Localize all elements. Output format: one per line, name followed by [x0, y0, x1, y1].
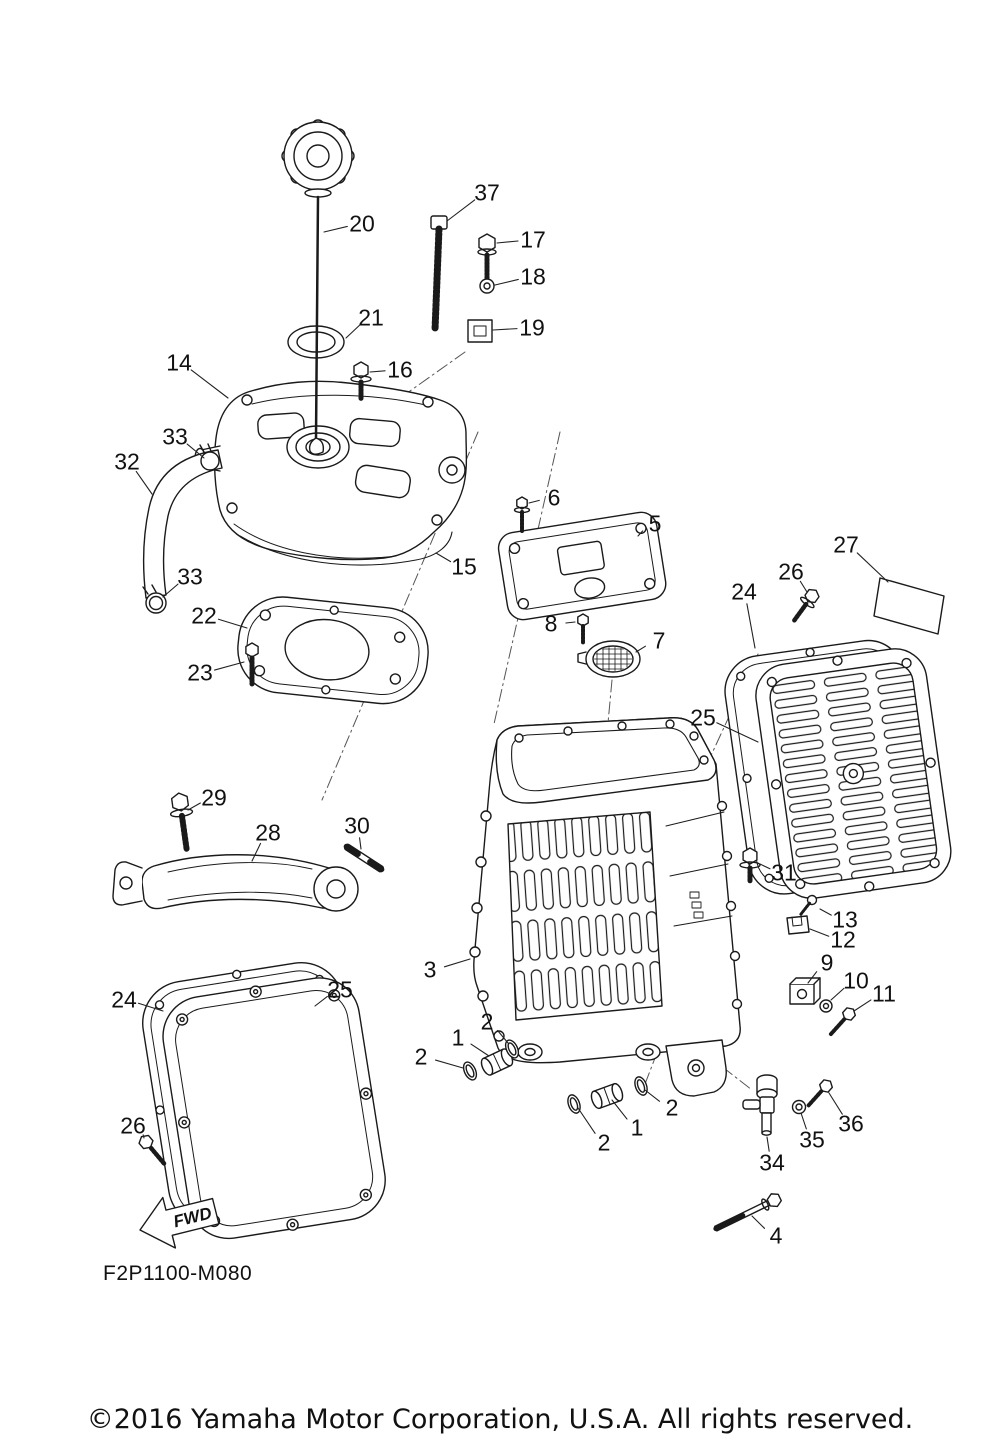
callout-leader-26 — [799, 580, 808, 593]
hose-clamp-33-upper — [199, 443, 220, 471]
callout-leader-2 — [577, 1107, 596, 1134]
callout-leader-8 — [565, 621, 576, 624]
callout-leader-33 — [186, 443, 205, 459]
callout-leader-15 — [435, 552, 452, 563]
callout-leader-37 — [446, 199, 476, 222]
callout-leader-5 — [637, 530, 644, 537]
callout-leader-24 — [137, 1002, 164, 1012]
right-cover-assembly — [724, 639, 952, 899]
callout-leader-12 — [809, 928, 830, 937]
breather-hose-32 — [142, 449, 223, 599]
oil-drain-valve-34 — [742, 1074, 778, 1136]
bolt-8 — [577, 613, 589, 646]
o-ring-2-left-a — [504, 1039, 520, 1059]
callout-leader-13 — [819, 908, 832, 916]
callout-leader-2 — [434, 1059, 464, 1069]
callout-leader-25 — [716, 722, 759, 743]
callout-leader-2 — [644, 1089, 661, 1102]
callout-leader-19 — [492, 328, 518, 331]
callout-leader-4 — [751, 1215, 766, 1229]
callout-leader-32 — [135, 470, 153, 495]
oil-filler-cap-20 — [281, 119, 355, 455]
callout-leader-26 — [142, 1134, 145, 1139]
callout-leader-11 — [853, 999, 872, 1012]
callout-leader-6 — [528, 499, 540, 504]
gasket-22 — [237, 596, 429, 705]
callout-leader-14 — [190, 369, 229, 399]
callout-leader-17 — [496, 240, 519, 244]
bolt-6 — [513, 496, 531, 533]
callout-leader-16 — [369, 370, 386, 373]
washer-35 — [791, 1099, 807, 1115]
callout-leader-3 — [443, 958, 471, 968]
oil-strainer-7 — [577, 640, 641, 678]
bolt-31 — [739, 847, 761, 885]
callout-leader-lines — [135, 199, 889, 1229]
clamp-12 — [786, 915, 810, 935]
callout-leader-20 — [323, 225, 348, 233]
hose-clamp-33-lower — [142, 584, 167, 614]
bolt-26-left — [138, 1134, 167, 1166]
fwd-arrow: FWD — [139, 1196, 220, 1249]
bolt-23 — [245, 642, 259, 687]
cable-tie-37 — [430, 215, 448, 334]
callout-leader-24 — [746, 603, 756, 649]
callout-leader-22 — [217, 618, 248, 629]
copyright-line: ©2016 Yamaha Motor Corporation, U.S.A. A… — [86, 1404, 914, 1435]
oil-tank-14-15 — [194, 380, 468, 566]
clamp-19 — [467, 319, 493, 343]
cover-25-right — [755, 648, 952, 899]
callout-leader-1 — [470, 1043, 490, 1057]
callout-leader-29 — [187, 802, 201, 811]
bolt-16 — [350, 361, 372, 403]
callout-leader-10 — [830, 987, 845, 1001]
callout-leader-31 — [759, 863, 771, 870]
o-ring-2-right-a — [634, 1076, 648, 1096]
bolt-29 — [169, 792, 194, 853]
bolt-26-right — [792, 588, 820, 623]
bolt-17 — [477, 233, 497, 281]
bracket-28 — [112, 854, 359, 912]
callout-leader-9 — [807, 971, 818, 984]
crankcase-body-3 — [469, 717, 743, 1097]
joint-1-right — [590, 1082, 624, 1110]
callout-leader-7 — [635, 645, 647, 653]
callout-leader-28 — [251, 842, 262, 862]
cover-25-left — [162, 977, 386, 1240]
screw-13 — [799, 894, 818, 916]
callout-leader-36 — [828, 1092, 843, 1115]
callout-leader-34 — [766, 1136, 770, 1152]
clamp-block-9 — [789, 977, 821, 1005]
o-ring-2-right-b — [567, 1094, 581, 1114]
callout-leader-35 — [800, 1112, 807, 1130]
callout-leader-33 — [162, 583, 179, 598]
callout-leader-23 — [214, 661, 245, 671]
callout-leader-18 — [494, 278, 519, 286]
bolt-36 — [806, 1079, 834, 1108]
diagram-code: F2P1100-M080 — [103, 1262, 253, 1285]
joint-1-left — [480, 1048, 514, 1076]
callout-leader-21 — [345, 324, 360, 339]
callout-leader-2 — [497, 1029, 509, 1044]
stud-30 — [343, 843, 385, 873]
washer-10 — [819, 999, 833, 1013]
callout-leader-30 — [359, 837, 362, 850]
plate-5 — [497, 511, 667, 621]
washer-18 — [479, 278, 495, 294]
label-plate-27 — [873, 577, 945, 635]
bolt-11 — [828, 1007, 857, 1037]
callout-leader-1 — [611, 1099, 628, 1120]
bolt-4 — [713, 1193, 782, 1232]
callout-leader-25 — [314, 995, 328, 1007]
callout-leader-27 — [856, 552, 889, 583]
left-cover-assembly — [142, 961, 386, 1240]
o-ring-2-left-b — [462, 1061, 478, 1081]
